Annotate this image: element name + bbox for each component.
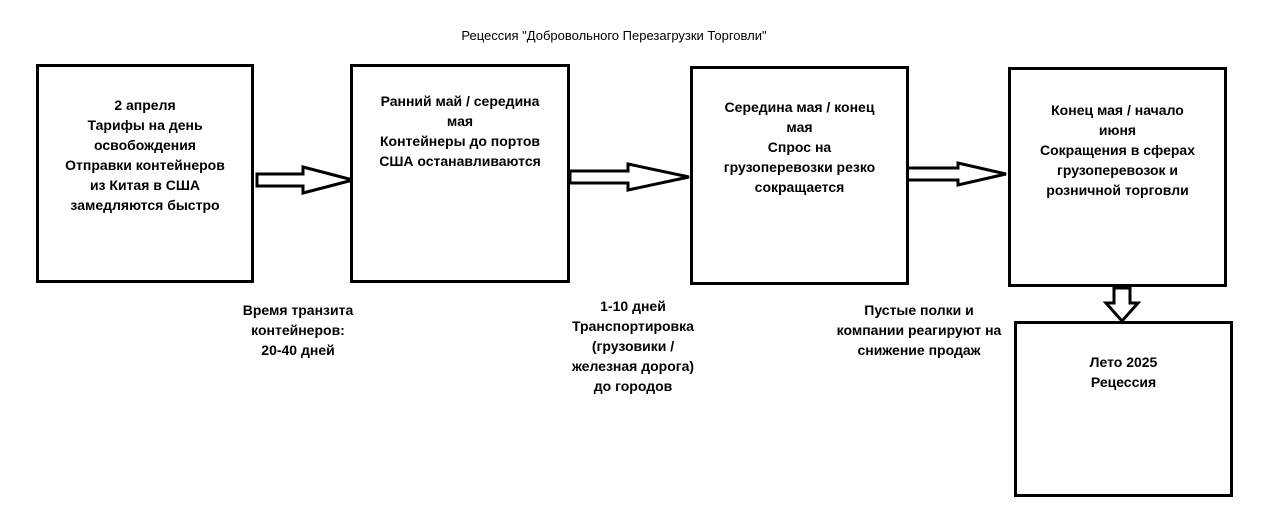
stage-box-early-may-text: Ранний май / середина мая Контейнеры до … bbox=[379, 93, 541, 169]
stage-box-april: 2 апреля Тарифы на день освобождения Отп… bbox=[36, 64, 254, 283]
note-empty-shelves: Пустые полки и компании реагируют на сни… bbox=[836, 302, 1002, 358]
stage-box-mid-may-text: Середина мая / конец мая Спрос на грузоп… bbox=[723, 99, 876, 195]
stage-box-summer-recession: Лето 2025 Рецессия bbox=[1014, 321, 1233, 497]
note-transit-time: Время транзита контейнеров: 20-40 дней bbox=[242, 302, 354, 358]
stage-box-april-text: 2 апреля Тарифы на день освобождения Отп… bbox=[65, 97, 225, 213]
stage-box-early-may: Ранний май / середина мая Контейнеры до … bbox=[350, 64, 570, 283]
stage-box-summer-recession-text: Лето 2025 Рецессия bbox=[1089, 354, 1158, 390]
note-transportation: 1-10 дней Транспортировка (грузовики / ж… bbox=[571, 298, 695, 394]
stage-box-late-may-text: Конец мая / начало июня Сокращения в сфе… bbox=[1040, 102, 1195, 198]
diagram-title: Рецессия "Добровольного Перезагрузки Тор… bbox=[461, 28, 767, 43]
stage-box-late-may: Конец мая / начало июня Сокращения в сфе… bbox=[1008, 67, 1227, 287]
arrow-3-to-4 bbox=[905, 161, 1007, 187]
arrow-4-to-5 bbox=[1102, 286, 1142, 324]
arrow-2-to-3 bbox=[568, 162, 690, 192]
arrow-1-to-2 bbox=[255, 165, 359, 195]
stage-box-mid-may: Середина мая / конец мая Спрос на грузоп… bbox=[690, 66, 909, 285]
